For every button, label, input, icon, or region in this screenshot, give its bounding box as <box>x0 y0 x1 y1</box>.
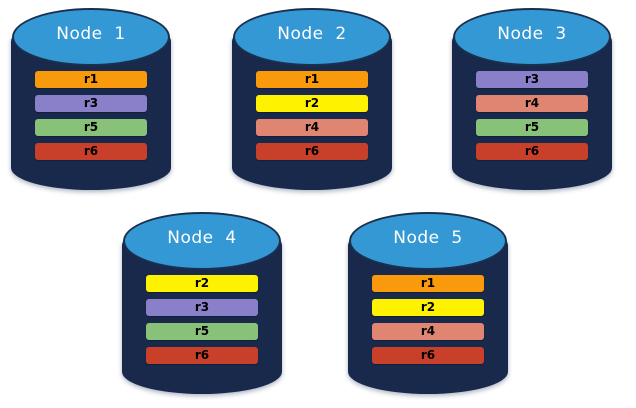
replica-list: r1 r3 r5 r6 <box>11 66 171 160</box>
replica-bar[interactable]: r4 <box>476 95 588 112</box>
replica-list: r2 r3 r5 r6 <box>122 270 282 364</box>
replica-bar[interactable]: r1 <box>256 71 368 88</box>
replica-bar[interactable]: r4 <box>256 119 368 136</box>
replica-bar[interactable]: r5 <box>35 119 147 136</box>
replica-bar[interactable]: r3 <box>146 299 258 316</box>
replica-bar[interactable]: r6 <box>146 347 258 364</box>
node-cylinder[interactable]: Node 2 r1 r2 r4 r6 <box>232 8 392 190</box>
cylinder-top-ellipse <box>453 8 611 66</box>
replica-list: r1 r2 r4 r6 <box>348 270 508 364</box>
cylinder-top-ellipse <box>12 8 170 66</box>
replica-bar[interactable]: r6 <box>35 143 147 160</box>
replica-list: r1 r2 r4 r6 <box>232 66 392 160</box>
replica-bar[interactable]: r5 <box>476 119 588 136</box>
node-cylinder[interactable]: Node 1 r1 r3 r5 r6 <box>11 8 171 190</box>
node-label: Node 2 <box>277 24 347 44</box>
replica-bar[interactable]: r1 <box>372 275 484 292</box>
replica-bar[interactable]: r4 <box>372 323 484 340</box>
replica-bar[interactable]: r1 <box>35 71 147 88</box>
cylinder-top-ellipse <box>233 8 391 66</box>
cylinder-top-ellipse <box>123 212 281 270</box>
node-label: Node 5 <box>393 228 463 248</box>
cylinder-top-ellipse <box>349 212 507 270</box>
replica-bar[interactable]: r3 <box>476 71 588 88</box>
replica-bar[interactable]: r5 <box>146 323 258 340</box>
node-label: Node 1 <box>56 24 126 44</box>
replica-bar[interactable]: r2 <box>146 275 258 292</box>
node-cylinder[interactable]: Node 5 r1 r2 r4 r6 <box>348 212 508 394</box>
replica-list: r3 r4 r5 r6 <box>452 66 612 160</box>
replica-bar[interactable]: r6 <box>476 143 588 160</box>
replica-bar[interactable]: r6 <box>256 143 368 160</box>
node-cylinder[interactable]: Node 3 r3 r4 r5 r6 <box>452 8 612 190</box>
replica-bar[interactable]: r2 <box>256 95 368 112</box>
replica-bar[interactable]: r3 <box>35 95 147 112</box>
node-label: Node 3 <box>497 24 567 44</box>
replica-bar[interactable]: r2 <box>372 299 484 316</box>
node-cylinder[interactable]: Node 4 r2 r3 r5 r6 <box>122 212 282 394</box>
node-label: Node 4 <box>167 228 237 248</box>
replica-bar[interactable]: r6 <box>372 347 484 364</box>
